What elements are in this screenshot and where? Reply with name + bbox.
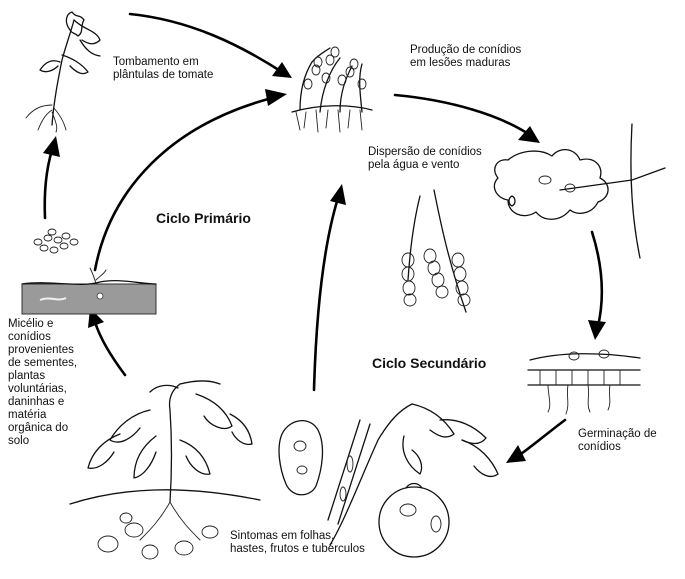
label-line: voluntárias, [8, 383, 67, 395]
label-line: conídios [8, 331, 51, 343]
dispersal-label: Dispersão de conídios pela água e vento [368, 146, 482, 172]
arrow-leaf-to-germination [590, 230, 604, 328]
label-line: matéria [8, 409, 47, 421]
label-line: Micélio e [8, 318, 54, 330]
arrow-sporulation-to-leaf [393, 93, 532, 137]
arrow-head [588, 320, 606, 340]
label-line: daninhas e [8, 396, 65, 408]
label-line: pela água e vento [368, 159, 460, 171]
cycle-arrows [43, 12, 606, 463]
germination-illustration [527, 349, 641, 415]
arrow-head [518, 126, 540, 143]
arrow-germination-to-symptoms [516, 418, 567, 458]
potato-plant-illustration [69, 380, 261, 560]
label-line: hastes, frutos e tubérculos [230, 543, 365, 555]
label-line: solo [8, 435, 30, 447]
arrow-head [506, 445, 526, 463]
label-line: provenientes [8, 344, 74, 356]
soil-inoculum-illustration [21, 228, 157, 315]
label-line: Dispersão de conídios [368, 146, 482, 158]
sporulating-lesion-illustration [291, 46, 373, 133]
tuber-illustration [278, 420, 324, 496]
arrow-soil-to-sporulation-primary [93, 96, 274, 272]
inoculum-sources-label: Micélio e conídios provenientes de semen… [8, 318, 77, 448]
tomato-plant-fruit-illustration [329, 403, 499, 558]
label-line: Produção de conídios [410, 44, 522, 56]
primary-cycle-title: Ciclo Primário [156, 210, 251, 226]
label-line: em lesões maduras [410, 57, 511, 69]
stem-section-illustration [327, 419, 371, 525]
arrow-head [272, 62, 292, 78]
arrow-soil-to-seedling [43, 148, 54, 220]
symptoms-label: Sintomas em folhas, hastes, frutos e tub… [230, 530, 365, 556]
conidia-illustration [401, 189, 471, 313]
arrow-seedling-to-sporulation [128, 12, 284, 74]
conidia-production-label: Produção de conídios em lesões maduras [410, 44, 521, 70]
label-line: Sintomas em folhas, [230, 530, 335, 542]
label-line: Germinação de [578, 428, 657, 440]
secondary-cycle-title: Ciclo Secundário [372, 355, 487, 371]
label-line: Tombamento em [113, 56, 199, 68]
arrow-plant-to-soil [93, 320, 127, 377]
tomato-seedling-illustration [25, 11, 101, 133]
arrow-head [265, 89, 287, 106]
label-line: conídios [578, 441, 621, 453]
arrow-head [330, 184, 346, 205]
infected-leaf-illustration [493, 123, 666, 259]
label-line: plântulas de tomate [113, 69, 214, 81]
arrow-head [43, 136, 60, 157]
arrow-symptoms-to-sporulation-secondary [312, 196, 340, 392]
germination-label: Germinação de conídios [578, 428, 657, 454]
label-line: plantas [8, 370, 46, 382]
damping-off-label: Tombamento em plântulas de tomate [113, 56, 213, 82]
label-line: orgânica do [8, 422, 69, 434]
label-line: de sementes, [8, 357, 78, 369]
